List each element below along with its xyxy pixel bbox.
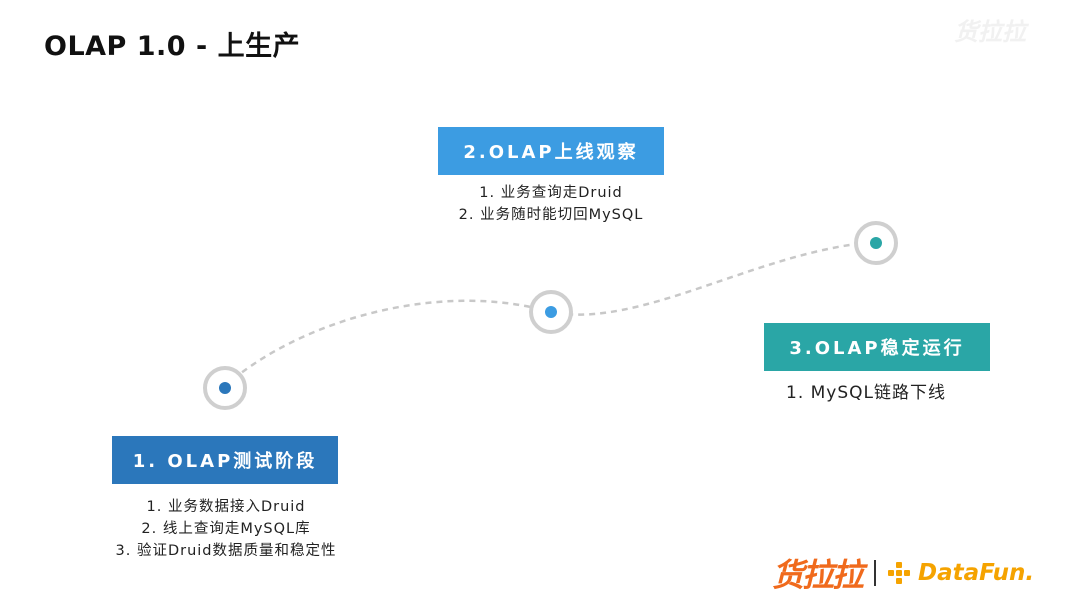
stage2-banner: 2.OLAP上线观察 [438,127,664,175]
huolala-logo: 货拉拉 [772,556,864,594]
stage1-dot [219,382,231,394]
watermark-logo: 货拉拉 [954,18,1026,46]
stage2-notes: 1. 业务查询走Druid 2. 业务随时能切回MySQL [440,182,662,226]
stage3-item: 1. MySQL链路下线 [786,383,946,403]
stage2-item: 1. 业务查询走Druid [479,185,623,201]
stage3-node [854,221,898,265]
stage2-dot [545,306,557,318]
stage3-banner: 3.OLAP稳定运行 [764,323,990,371]
stage3-notes: 1. MySQL链路下线 [786,380,946,406]
footer-logos: 货拉拉 DataFun. [772,550,1034,596]
stage1-node [203,366,247,410]
stage2-node [529,290,573,334]
datafun-logo-text: DataFun. [918,560,1035,586]
stage1-item: 3. 验证Druid数据质量和稳定性 [115,543,337,559]
logo-separator [874,560,877,586]
stage3-dot [870,237,882,249]
stage2-item: 2. 业务随时能切回MySQL [458,207,644,223]
datafun-mark-icon [888,562,914,584]
stage1-item: 2. 线上查询走MySQL库 [141,521,311,537]
stage1-banner: 1. OLAP测试阶段 [112,436,338,484]
stage1-notes: 1. 业务数据接入Druid 2. 线上查询走MySQL库 3. 验证Druid… [96,496,356,562]
datafun-logo: DataFun. [888,560,1034,586]
stage1-item: 1. 业务数据接入Druid [146,499,306,515]
page-title: OLAP 1.0 - 上生产 [44,31,301,62]
